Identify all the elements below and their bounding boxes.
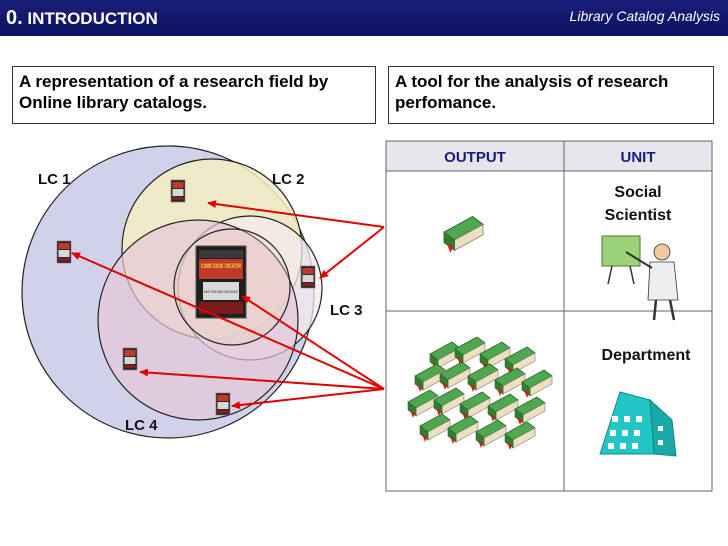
output-header: OUTPUT: [444, 149, 506, 166]
unit-header: UNIT: [621, 149, 656, 166]
section-title: 0. INTRODUCTION: [6, 7, 158, 30]
book-cover-icon: [170, 179, 186, 203]
teacher-icon: [601, 235, 679, 321]
slide-subtitle: Library Catalog Analysis: [569, 8, 720, 24]
lc2-label: LC 2: [272, 171, 305, 188]
lc3-label: LC 3: [330, 302, 363, 319]
section-title-text: INTRODUCTION: [27, 9, 158, 28]
right-caption-text: A tool for the analysis of research perf…: [395, 72, 669, 112]
cover-tagline: MAKE YOUR OWN COMIC BOOKS!: [204, 289, 238, 294]
left-caption-box: A representation of a research field by …: [12, 66, 376, 124]
arrow: [139, 368, 385, 390]
social-scientist-line2: Scientist: [605, 207, 672, 224]
cover-title: COMIC BOOK CREATOR: [201, 264, 241, 270]
arrows: [71, 200, 385, 410]
lc1-label: LC 1: [38, 171, 71, 188]
main-book-cover-icon: COMIC BOOK CREATOR MAKE YOUR OWN COMIC B…: [195, 245, 247, 319]
arrow: [231, 388, 385, 410]
section-number: 0.: [6, 7, 23, 29]
arrow: [319, 226, 385, 279]
book-cover-icon: [56, 240, 72, 264]
book-cover-icon: [122, 347, 138, 371]
left-caption-text: A representation of a research field by …: [19, 72, 329, 112]
book-cover-icon: [300, 265, 316, 289]
social-scientist-line1: Social: [614, 184, 661, 201]
right-caption-box: A tool for the analysis of research perf…: [388, 66, 714, 124]
output-unit-table: OUTPUT UNIT Social Scientist Department: [385, 140, 713, 492]
arrow: [241, 295, 385, 390]
title-bar: 0. INTRODUCTION Library Catalog Analysis: [0, 0, 728, 36]
arrow: [207, 200, 385, 228]
department-label: Department: [602, 347, 692, 364]
lc4-label: LC 4: [125, 417, 158, 434]
arrow: [71, 252, 385, 390]
book-cover-icon: [215, 392, 231, 416]
building-icon: [599, 391, 677, 457]
book-stack-icon: [407, 336, 553, 451]
